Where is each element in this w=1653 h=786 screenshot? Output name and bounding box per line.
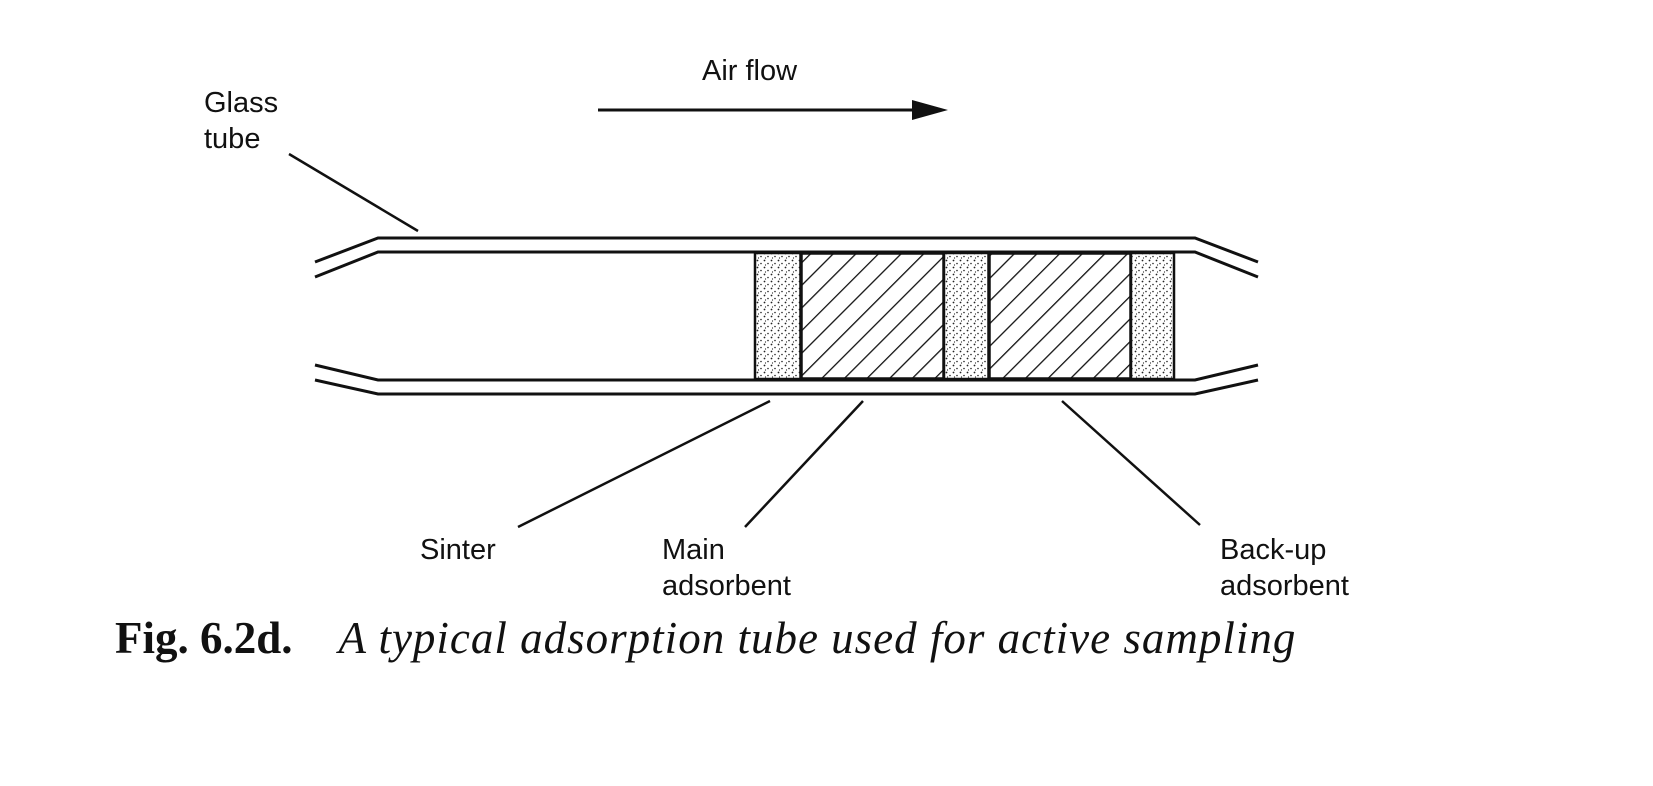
backup-adsorbent-label: Back-up adsorbent <box>1220 534 1349 602</box>
glass-tube-leader <box>288 152 419 233</box>
figure-caption: Fig. 6.2d. A typical adsorption tube used… <box>115 612 1296 664</box>
figure-number: Fig. 6.2d. <box>115 613 293 663</box>
main-adsorbent-label-line1: Main <box>662 534 725 566</box>
sinter-rear <box>1129 251 1176 381</box>
sinter-front <box>753 251 803 381</box>
backup-adsorbent-bed <box>987 251 1133 381</box>
backup-adsorbent-leader <box>1061 400 1201 526</box>
main-adsorbent-bed <box>799 251 946 381</box>
sinter-middle <box>942 251 991 381</box>
air-flow-arrow <box>598 100 948 120</box>
main-adsorbent-label: Main adsorbent <box>662 534 791 602</box>
sinter-label: Sinter <box>420 534 496 566</box>
main-adsorbent-leader <box>744 400 864 528</box>
leader-lines <box>288 152 1201 529</box>
glass-tube-label: Glass tube <box>204 87 286 155</box>
glass-tube-label-line1: Glass <box>204 87 278 119</box>
air-flow-label: Air flow <box>702 55 798 87</box>
glass-tube-label-line2: tube <box>204 123 260 155</box>
figure-description: A typical adsorption tube used for activ… <box>338 613 1297 663</box>
sinter-leader <box>517 399 771 529</box>
backup-adsorbent-label-line2: adsorbent <box>1220 570 1349 602</box>
main-adsorbent-label-line2: adsorbent <box>662 570 791 602</box>
backup-adsorbent-label-line1: Back-up <box>1220 534 1326 566</box>
